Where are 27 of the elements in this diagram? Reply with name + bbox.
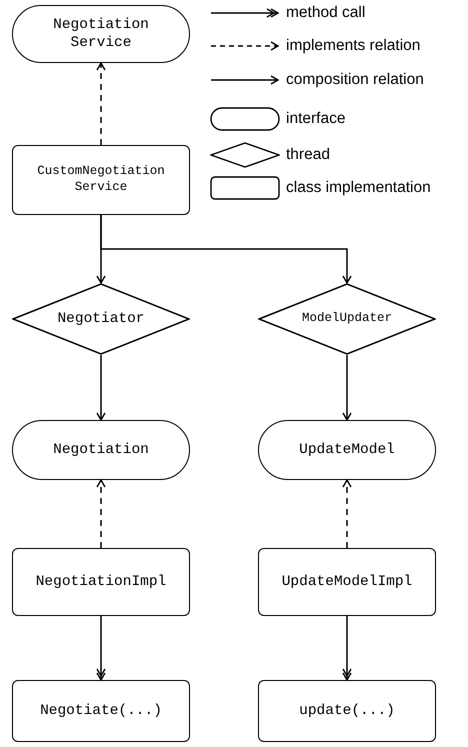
arrow [100, 215, 352, 284]
dashed-arrow [96, 479, 106, 548]
dashed-arrow [342, 479, 352, 548]
class-box [12, 145, 190, 215]
legend-label: method call [286, 4, 366, 22]
legend-label: implements relation [286, 37, 420, 55]
legend-label: composition relation [286, 71, 424, 89]
node-label: UpdateModelImpl [282, 572, 412, 592]
dashed-arrow [96, 62, 106, 145]
class-box [12, 680, 190, 742]
class-box [258, 548, 436, 616]
legend-label: interface [286, 110, 346, 128]
arrow [342, 355, 352, 421]
class-box [258, 680, 436, 742]
node-label: update(...) [299, 702, 395, 720]
node-label: Negotiation [53, 440, 149, 460]
node-label: NegotiationImpl [36, 572, 166, 592]
node-label: CustomNegotiation Service [36, 164, 166, 196]
node-label: Negotiator [57, 310, 144, 328]
node-label: Negotiate(...) [40, 702, 162, 720]
arrow [96, 355, 106, 421]
node-label: UpdateModel [299, 440, 395, 460]
node-label: ModelUpdater [302, 311, 392, 327]
class-box [12, 548, 190, 616]
legend-label: class implementation [286, 179, 431, 197]
legend-label: thread [286, 146, 330, 164]
node-label: Negotiation Service [52, 16, 150, 52]
